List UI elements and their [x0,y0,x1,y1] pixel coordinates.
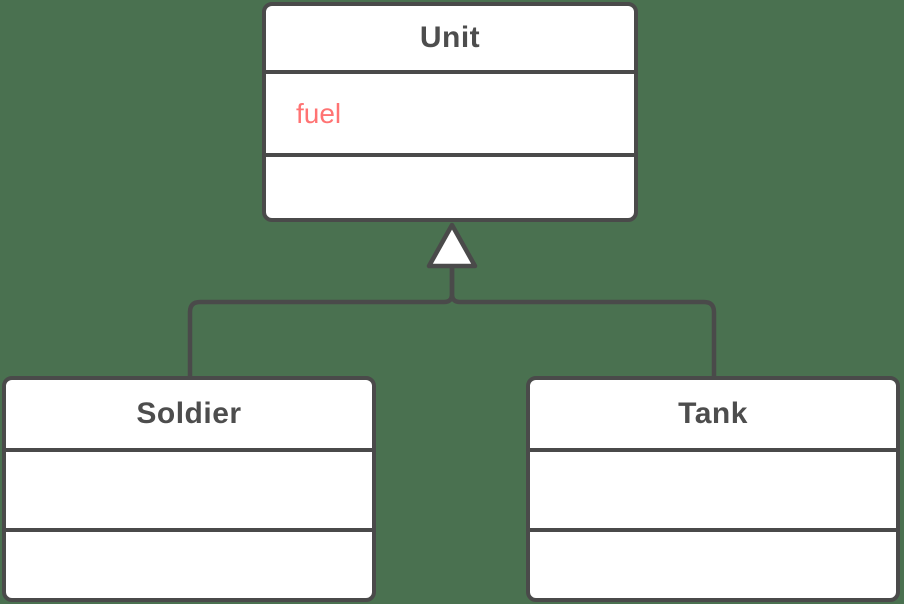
class-name-label: Unit [419,21,481,54]
attributes-compartment: fuel [266,74,634,157]
class-name-compartment: Soldier [6,380,372,452]
class-box-unit[interactable]: Unit fuel [262,2,638,222]
class-name-compartment: Unit [266,6,634,74]
attributes-compartment [530,452,896,532]
class-name-compartment: Tank [530,380,896,452]
attribute-label: fuel [296,97,342,129]
class-box-tank[interactable]: Tank [526,376,900,602]
inheritance-edge-tank[interactable] [449,262,717,380]
class-name-label: Soldier [136,397,242,430]
class-box-soldier[interactable]: Soldier [2,376,376,602]
methods-compartment [266,157,634,218]
attributes-compartment [6,452,372,532]
methods-compartment [530,532,896,598]
inheritance-edge-soldier[interactable] [187,262,455,380]
methods-compartment [6,532,372,598]
class-name-label: Tank [678,397,748,430]
inheritance-triangle-icon [426,222,478,269]
